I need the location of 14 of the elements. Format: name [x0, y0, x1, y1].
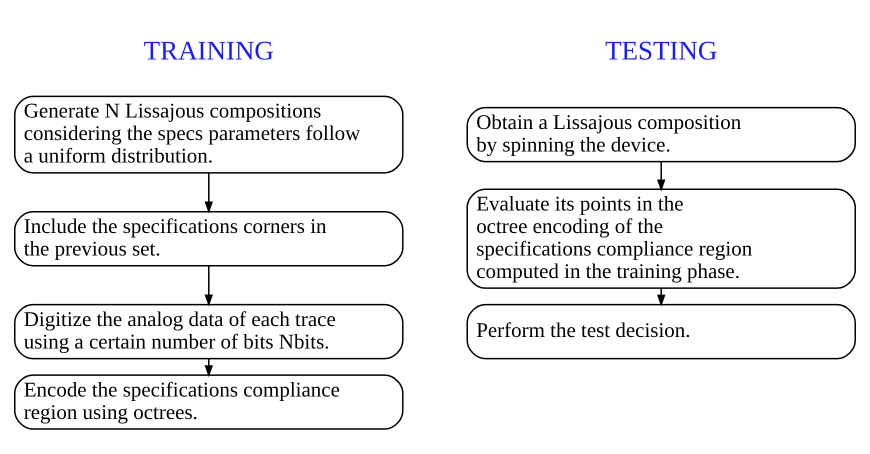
arrow: [204, 265, 213, 306]
arrow: [657, 161, 666, 192]
node-box: Perform the test decision.: [466, 303, 856, 359]
label: TESTING: [605, 35, 718, 66]
label: TRAINING: [144, 35, 274, 66]
node-box: Include the specifications corners in the previous set.: [14, 210, 404, 266]
arrow: [204, 358, 213, 377]
node-box: Generate N Lissajous compositions considering the specs parameters follow a uniform distribution.: [14, 95, 404, 174]
node-box: Encode the specifications compliance region using octrees.: [14, 374, 404, 430]
node-box: Digitize the analog data of each trace using a certain number of bits Nbits.: [14, 303, 404, 359]
arrow: [657, 288, 666, 306]
arrow: [204, 172, 213, 213]
node-box: Evaluate its points in the octree encoding of the specifications compliance region computed in the training phase.: [466, 188, 856, 288]
node-box: Obtain a Lissajous composition by spinning the device.: [466, 106, 856, 162]
